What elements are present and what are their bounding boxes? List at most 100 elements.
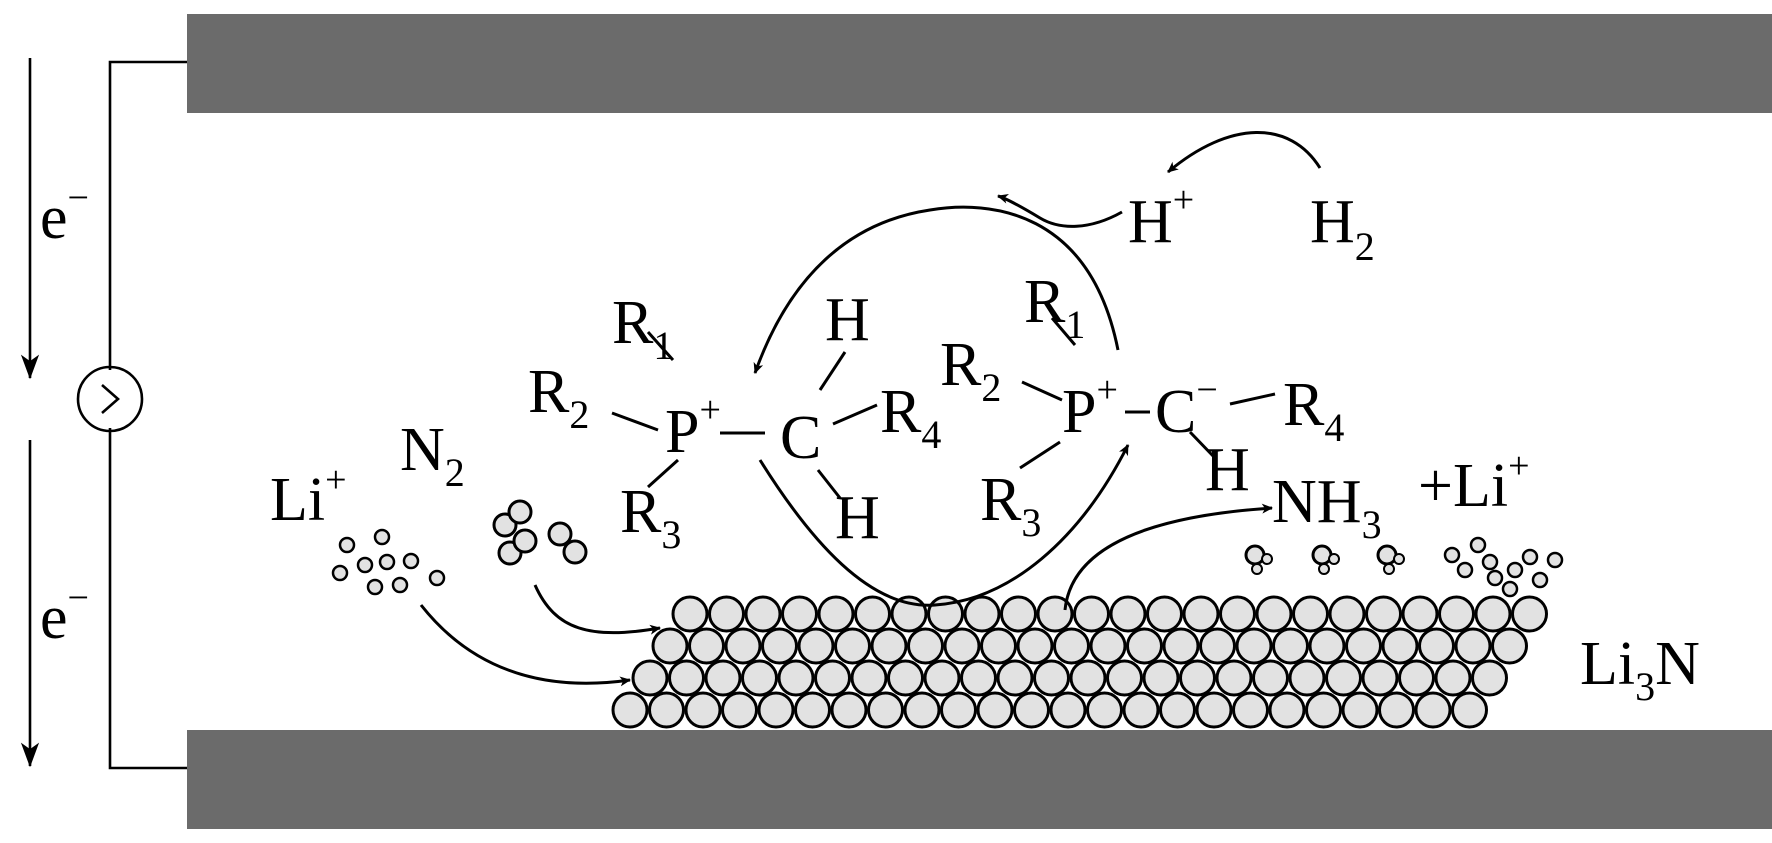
li3n-particle (1195, 691, 1233, 729)
li3n-particle (1414, 691, 1452, 729)
li3n-particle (757, 691, 795, 729)
nh3-nitrogen (1311, 544, 1333, 566)
li3n-particle (704, 659, 742, 697)
li3n-particle (960, 659, 997, 697)
curved-arrow-icon (1167, 131, 1322, 174)
li3n-particle (903, 691, 941, 729)
li3n-particle (814, 659, 851, 697)
nh3-hydrogen (1318, 563, 1330, 575)
li3n-particle (1325, 659, 1362, 697)
li-ion-particle (1521, 548, 1539, 566)
li3n-particle (1418, 627, 1455, 665)
li3n-particle (1434, 659, 1472, 697)
li3n-particle (1199, 627, 1236, 665)
li-ion-particle (1456, 561, 1474, 579)
nh3-hydrogen (1261, 553, 1273, 565)
li3n-particle (794, 691, 831, 729)
li3n-particle (850, 659, 888, 697)
r2-label-left: R2 (528, 358, 589, 437)
li3n-particle (721, 691, 758, 729)
li3n-particle (1142, 659, 1180, 697)
li3n-particle (996, 659, 1034, 697)
nh3-hydrogen (1328, 553, 1340, 565)
li3n-particle (1086, 691, 1123, 729)
li3n-particle (1073, 595, 1110, 633)
r2-label-right: R2 (940, 331, 1001, 410)
li3n-particle (1000, 595, 1037, 633)
li3n-particle (867, 691, 904, 729)
li3n-particle (1272, 627, 1309, 665)
curved-arrow-icon (533, 584, 661, 635)
li3n-particle (1438, 595, 1475, 633)
li3n-particle (1328, 595, 1366, 633)
li3n-particle (963, 595, 1001, 633)
li3n-particle (1179, 659, 1216, 697)
li3n-particle (1305, 691, 1342, 729)
li-ion-particle (1481, 553, 1499, 571)
molecule-clusters (331, 499, 1564, 598)
top-electrode (187, 14, 1772, 113)
n2-atom (507, 499, 533, 525)
li3n-particle (1106, 659, 1143, 697)
li3n-particle (724, 627, 762, 665)
electron-label-top: e− (40, 177, 89, 252)
li-ion-particle (338, 536, 356, 554)
curved-arrow-icon (758, 444, 1130, 607)
electron-label-bottom: e− (40, 577, 89, 652)
li3n-particle (1381, 627, 1419, 665)
li3n-particle (830, 691, 868, 729)
li3n-particle (777, 659, 815, 697)
li3n-particle (611, 691, 649, 729)
li3n-particle (1182, 595, 1220, 633)
li-ion-particle (402, 552, 420, 570)
li3n-particle (976, 691, 1014, 729)
li3n-particle (1089, 627, 1127, 665)
p-atom-left: P+ (665, 389, 721, 466)
li3n-particle (1345, 627, 1382, 665)
h-atom-top-left: H (825, 286, 870, 354)
bottom-electrode (187, 730, 1772, 829)
nh3-hydrogen (1251, 563, 1263, 575)
li3n-particle (631, 659, 669, 697)
li-ion-particle (1486, 569, 1504, 587)
nh3-hydrogen (1393, 553, 1405, 565)
li3n-particle (1308, 627, 1346, 665)
li-ion-particle (1546, 551, 1564, 569)
li3n-particle (671, 595, 709, 633)
n2-atom (562, 539, 588, 565)
li-ion-particle (391, 576, 409, 594)
li-ion-label: Li+ (270, 459, 347, 534)
h-plus-label: H+ (1128, 179, 1194, 256)
h2-label: H2 (1310, 188, 1375, 269)
li3n-particle (797, 627, 835, 665)
li3n-particle (1288, 659, 1326, 697)
li3n-particle (688, 627, 725, 665)
li3n-particle (1378, 691, 1415, 729)
li3n-particle (1401, 595, 1439, 633)
li-ion-particle (1531, 571, 1549, 589)
li3n-particle (781, 595, 818, 633)
li3n-particle (1146, 595, 1183, 633)
li3n-particle (1162, 627, 1200, 665)
li3n-particle (940, 691, 977, 729)
circuit-wire (108, 60, 187, 370)
li3n-particle (1491, 627, 1528, 665)
curved-arrow-icon (419, 604, 631, 687)
li3n-particle (1398, 659, 1435, 697)
nh3-nitrogen (1244, 544, 1266, 566)
li3n-particle (1454, 627, 1492, 665)
li-ion-particle (428, 569, 446, 587)
nh3-nitrogen (1376, 544, 1398, 566)
power-source-icon (76, 365, 144, 433)
li3n-particle (648, 691, 685, 729)
li3n-particle (1474, 595, 1512, 633)
h-atom-bottom-left: H (835, 484, 880, 552)
nh3-hydrogen (1383, 563, 1395, 575)
li3n-particle (1053, 627, 1090, 665)
curved-arrow-icon (997, 193, 1123, 228)
li3n-particle (1451, 691, 1488, 729)
li3n-particle (1159, 691, 1196, 729)
li3n-particle (684, 691, 722, 729)
li3n-particle (1109, 595, 1147, 633)
